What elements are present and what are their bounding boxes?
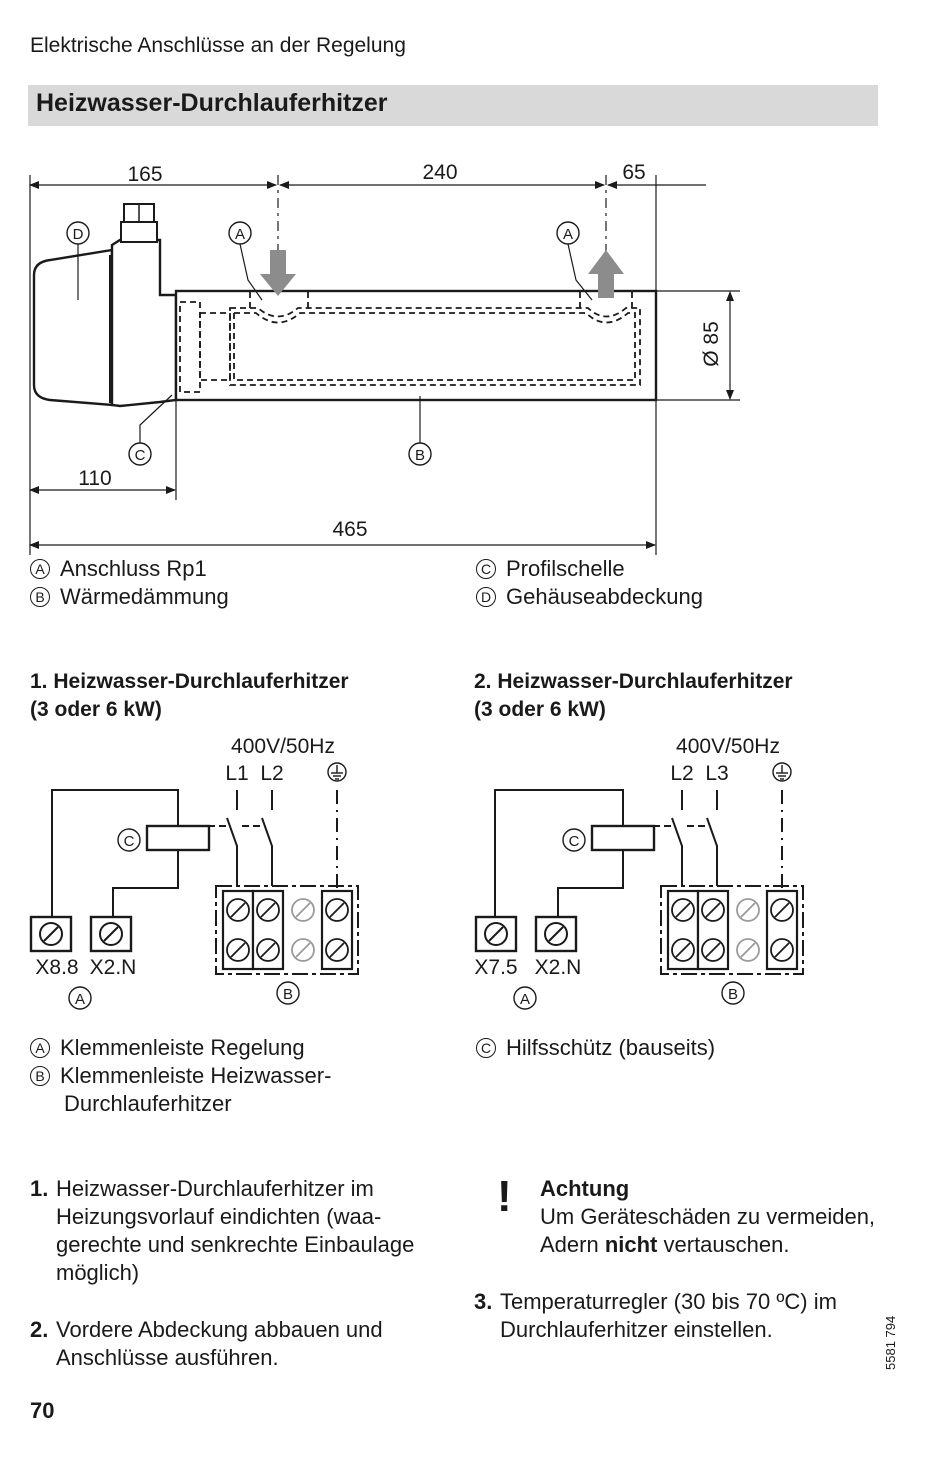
wiring-1-title: 1. Heizwasser-Durchlauferhitzer (3 oder … bbox=[30, 670, 349, 721]
supply-label: 400V/50Hz bbox=[676, 735, 780, 758]
callout-b: B bbox=[415, 447, 425, 464]
warning-box: Achtung Um Geräteschäden zu vermei­den, … bbox=[540, 1175, 885, 1259]
legend-key: B bbox=[30, 1066, 50, 1086]
legend-key: A bbox=[30, 1038, 50, 1058]
terminal-label: X8.8 bbox=[35, 956, 78, 979]
warning-icon: ! bbox=[497, 1172, 512, 1221]
callout-a-right: A bbox=[563, 226, 573, 243]
terminal-label: X7.5 bbox=[474, 956, 517, 979]
step-3: 3. Temperaturregler (30 bis 70 ºC) im Du… bbox=[474, 1288, 885, 1344]
warning-text: Um Geräteschäden zu vermei­den, Adern ni… bbox=[540, 1204, 876, 1257]
terminal-label: X2.N bbox=[90, 956, 137, 979]
label-a: A bbox=[75, 991, 85, 1008]
step-text: Temperaturregler (30 bis 70 ºC) im Durch… bbox=[500, 1289, 837, 1342]
terminal-label: X2.N bbox=[535, 956, 582, 979]
document-number: 5581 794 bbox=[883, 1315, 898, 1370]
phase-label: L1 bbox=[225, 762, 248, 785]
dim-240: 240 bbox=[422, 161, 457, 184]
page-header: Elektrische Anschlüsse an der Regelung bbox=[30, 34, 406, 57]
legend-key: D bbox=[476, 587, 496, 607]
callout-a-left: A bbox=[235, 226, 245, 243]
step-2: 2. Vordere Abdeckung abbauen und Anschlü… bbox=[30, 1316, 436, 1372]
step-text: Heizwasser-Durchlauferhitzer im Heizungs… bbox=[56, 1176, 415, 1285]
supply-label: 400V/50Hz bbox=[231, 735, 335, 758]
step-1: 1. Heizwasser-Durchlauferhitzer im Heizu… bbox=[30, 1175, 436, 1287]
step-number: 3. bbox=[474, 1289, 493, 1314]
legend-key: A bbox=[30, 559, 50, 579]
section-title: Heizwasser-Durchlauferhitzer bbox=[36, 89, 388, 117]
page-number: 70 bbox=[30, 1398, 55, 1423]
label-c: C bbox=[569, 833, 580, 850]
section-title-bar bbox=[28, 85, 878, 126]
dim-diameter-85: Ø 85 bbox=[700, 321, 723, 367]
label-a: A bbox=[520, 991, 530, 1008]
dim-65: 65 bbox=[622, 161, 645, 184]
label-b: B bbox=[728, 986, 738, 1003]
step-number: 2. bbox=[30, 1317, 49, 1342]
wiring-diagram-2: 400V/50Hz L2 L3 X7.5 X2.N C bbox=[474, 735, 804, 1010]
label-c: C bbox=[124, 833, 135, 850]
legend-item-b-cont: Durchlauferhitzer bbox=[64, 1091, 232, 1116]
heater-dimension-drawing: D A A C B 165 240 65 110 465 Ø 85 bbox=[29, 161, 740, 555]
dim-165: 165 bbox=[127, 163, 162, 186]
legend-key: C bbox=[476, 559, 496, 579]
wiring-diagram-1: 400V/50Hz L1 L2 X8.8 X2.N C bbox=[29, 735, 359, 1010]
callout-d: D bbox=[73, 226, 84, 243]
step-text: Vordere Abdeckung abbauen und Anschlüsse… bbox=[56, 1317, 383, 1370]
step-number: 1. bbox=[30, 1176, 49, 1201]
dim-465: 465 bbox=[332, 518, 367, 541]
phase-label: L2 bbox=[670, 762, 693, 785]
dim-110: 110 bbox=[78, 467, 111, 490]
legend-key: B bbox=[30, 587, 50, 607]
legend-key: C bbox=[476, 1038, 496, 1058]
warning-title: Achtung bbox=[540, 1176, 630, 1201]
phase-label: L3 bbox=[705, 762, 728, 785]
callout-c: C bbox=[135, 447, 146, 464]
wiring-2-title: 2. Heizwasser-Durchlauferhitzer (3 oder … bbox=[474, 670, 793, 721]
phase-label: L2 bbox=[260, 762, 283, 785]
label-b: B bbox=[283, 986, 293, 1003]
